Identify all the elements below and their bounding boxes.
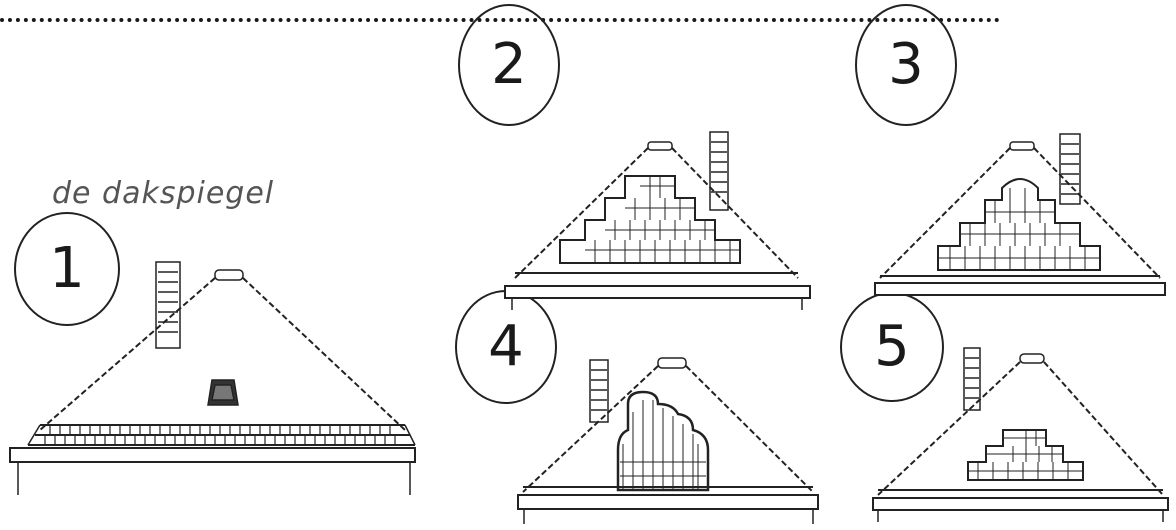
roof-illustration-5 xyxy=(868,340,1173,525)
roof-illustration-3 xyxy=(870,128,1170,308)
badge-3: 3 xyxy=(855,4,957,126)
badge-2: 2 xyxy=(458,4,560,126)
roof-illustration-2 xyxy=(500,128,820,313)
roof-illustration-1 xyxy=(0,250,440,500)
roof-illustration-4 xyxy=(508,352,828,530)
caption-dakspiegel: de dakspiegel xyxy=(52,176,274,211)
